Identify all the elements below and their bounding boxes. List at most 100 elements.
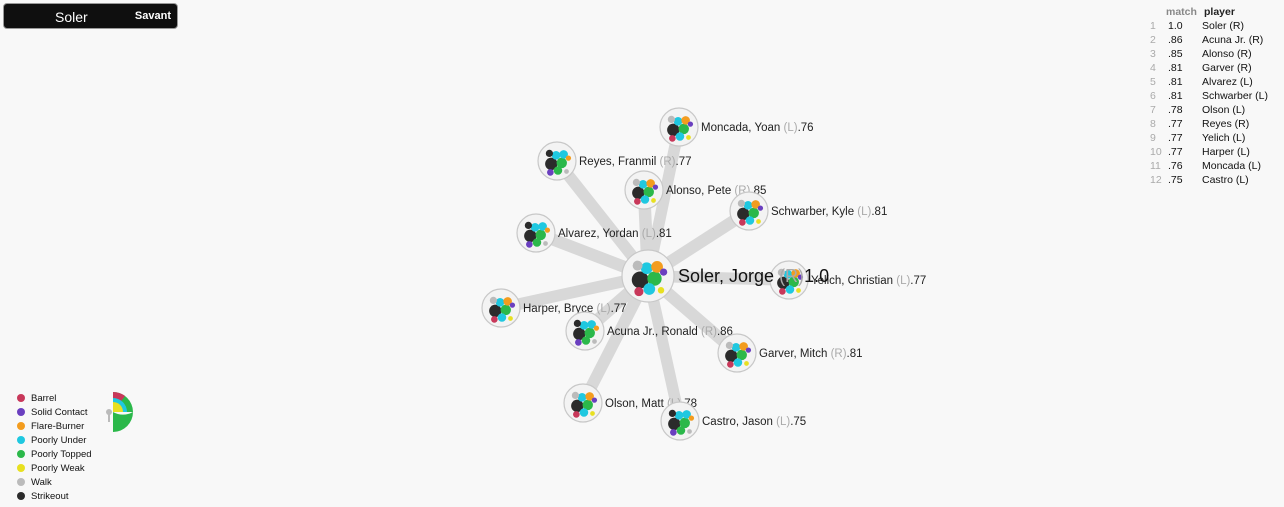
player-name: Harper (L): [1202, 146, 1250, 158]
data-source-label[interactable]: Savant: [134, 10, 171, 22]
outcome-bubble: [573, 327, 586, 341]
outcome-bubble: [584, 327, 595, 339]
outcome-bubble: [651, 261, 663, 273]
outcome-bubble: [779, 288, 786, 295]
player-node-label[interactable]: Reyes, Franmil (R).77: [579, 156, 692, 168]
match-score: .81: [656, 228, 672, 240]
legend-item: Poorly Under: [17, 433, 92, 447]
player-node[interactable]: Castro, Jason (L).75: [660, 401, 806, 441]
match-value: .81: [1168, 76, 1183, 88]
outcome-bubble: [545, 149, 554, 158]
outcome-bubble: [668, 417, 681, 431]
outcome-bubble: [727, 361, 734, 368]
match-value: .85: [1168, 48, 1183, 60]
search-query[interactable]: Soler: [55, 9, 88, 25]
player-node[interactable]: Acuna Jr., Ronald (R).86: [565, 311, 733, 351]
player-search-box[interactable]: Soler Savant: [3, 3, 178, 29]
outcome-bubble: [733, 358, 743, 367]
outcome-bubble: [573, 411, 580, 418]
outcome-bubble: [657, 287, 665, 294]
bat-hand: (L): [784, 122, 798, 134]
outcome-bubble: [591, 397, 598, 403]
match-score: .77: [676, 156, 692, 168]
bat-hand: (R): [831, 348, 847, 360]
row-index: 2: [1150, 34, 1156, 46]
legend-item: Strikeout: [17, 489, 92, 503]
outcome-bubble: [579, 408, 589, 417]
center-player-label[interactable]: Soler, Jorge (R)1.0: [678, 266, 829, 286]
player-node[interactable]: Moncada, Yoan (L).76: [659, 107, 814, 147]
match-value: 1.0: [1168, 20, 1183, 32]
player-node[interactable]: Schwarber, Kyle (L).81: [729, 191, 887, 231]
player-node-label[interactable]: Harper, Bryce (L).77: [523, 303, 627, 315]
outcome-bubble: [643, 283, 656, 295]
outcome-bubble: [631, 271, 649, 289]
player-column-header: player: [1204, 6, 1235, 18]
outcome-bubble: [538, 222, 547, 231]
player-name: Garver (R): [1202, 62, 1252, 74]
outcome-bubble: [593, 325, 600, 331]
match-value: .77: [1168, 118, 1183, 130]
player-name: Soler, Jorge: [678, 266, 779, 286]
player-node[interactable]: Harper, Bryce (L).77: [481, 288, 627, 328]
player-node-label[interactable]: Moncada, Yoan (L).76: [701, 122, 814, 134]
legend-label: Poorly Topped: [31, 448, 92, 460]
player-name: Reyes (R): [1202, 118, 1250, 130]
match-score: .77: [910, 275, 926, 287]
row-index: 11: [1150, 160, 1161, 172]
outcome-bubble: [508, 316, 513, 321]
bat-hand: (R): [701, 326, 717, 338]
center-player-node[interactable]: Soler, Jorge (R)1.0: [621, 249, 829, 303]
player-node[interactable]: Olson, Matt (L).78: [563, 383, 697, 423]
outcome-bubble: [748, 207, 759, 219]
player-node[interactable]: Alvarez, Yordan (L).81: [516, 213, 672, 253]
outcome-bubble: [745, 216, 755, 225]
legend-label: Poorly Weak: [31, 462, 85, 474]
player-node[interactable]: Garver, Mitch (R).81: [717, 333, 863, 373]
player-name: Olson (L): [1202, 104, 1246, 116]
player-name: Acuna Jr. (R): [1202, 34, 1264, 46]
outcome-bubble: [725, 341, 734, 350]
match-value: .77: [1168, 132, 1183, 144]
player-node[interactable]: Yelich, Christian (L).77: [769, 260, 926, 300]
player-name: Yelich (L): [1202, 132, 1246, 144]
player-node-label[interactable]: Alvarez, Yordan (L).81: [558, 228, 672, 240]
outcome-bubble: [682, 410, 691, 419]
outcome-bubble: [547, 169, 554, 176]
legend-label: Flare-Burner: [31, 420, 85, 432]
outcome-bubble: [565, 155, 572, 161]
player-name: Castro, Jason: [702, 416, 776, 428]
outcome-bubble: [535, 229, 546, 241]
outcome-bubble: [634, 198, 641, 205]
outcome-bubble: [497, 313, 507, 322]
match-score: .86: [717, 326, 733, 338]
player-node-label[interactable]: Schwarber, Kyle (L).81: [771, 206, 887, 218]
outcome-bubble: [777, 268, 786, 277]
match-value: .81: [1168, 90, 1183, 102]
player-node-label[interactable]: Yelich, Christian (L).77: [811, 275, 926, 287]
outcome-bubble: [632, 178, 641, 187]
match-value: .81: [1168, 62, 1183, 74]
legend-item: Poorly Topped: [17, 447, 92, 461]
legend-swatch: [17, 394, 25, 402]
match-score: .81: [871, 206, 887, 218]
player-node-label[interactable]: Castro, Jason (L).75: [702, 416, 806, 428]
player-node[interactable]: Alonso, Pete (R).85: [624, 170, 766, 210]
player-name: Alonso (R): [1202, 48, 1252, 60]
player-node-label[interactable]: Garver, Mitch (R).81: [759, 348, 863, 360]
player-node-label[interactable]: Acuna Jr., Ronald (R).86: [607, 326, 733, 338]
player-node[interactable]: Reyes, Franmil (R).77: [537, 141, 692, 181]
